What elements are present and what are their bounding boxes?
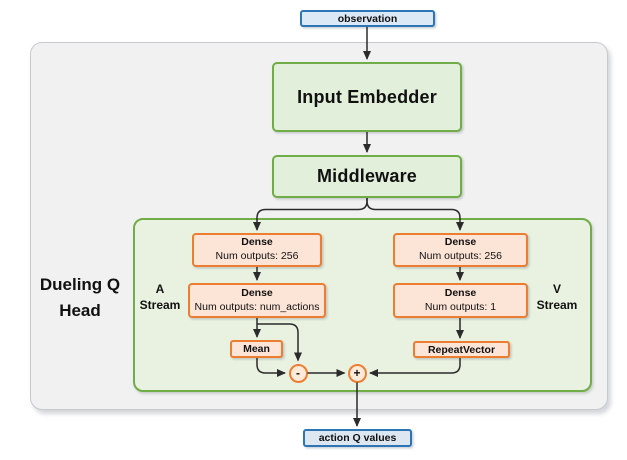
a-stream-dense2-subtitle: Num outputs: num_actions [194, 300, 320, 313]
v-stream-dense1-subtitle: Num outputs: 256 [419, 250, 502, 262]
a-stream-dense1-title: Dense [241, 236, 273, 249]
v-stream-dense2-subtitle: Num outputs: 1 [424, 300, 497, 313]
v-stream-dense1-title: Dense [444, 236, 477, 249]
mean-node: Mean [230, 340, 283, 358]
v-stream-dense1-node: Dense Num outputs: 256 [393, 233, 528, 267]
action-q-values-node: action Q values [303, 429, 412, 447]
a-stream-dense1-subtitle: Num outputs: 256 [215, 250, 299, 262]
dueling-q-head-label: Dueling Q Head [39, 275, 121, 321]
a-stream-dense2-node: Dense Num outputs: num_actions [188, 283, 326, 318]
add-op-node: + [347, 363, 367, 383]
repeat-vector-node: RepeatVector [413, 341, 510, 358]
observation-node: observation [300, 10, 435, 27]
a-stream-dense1-node: Dense Num outputs: 256 [192, 233, 322, 267]
input-embedder-node: Input Embedder [272, 62, 462, 132]
a-stream-label: A Stream [139, 282, 181, 313]
subtract-op-node: - [288, 363, 308, 383]
middleware-node: Middleware [272, 155, 462, 198]
v-stream-label: V Stream [536, 282, 578, 313]
a-stream-dense2-title: Dense [241, 286, 273, 299]
v-stream-dense2-title: Dense [444, 286, 477, 299]
v-stream-dense2-node: Dense Num outputs: 1 [393, 283, 528, 318]
